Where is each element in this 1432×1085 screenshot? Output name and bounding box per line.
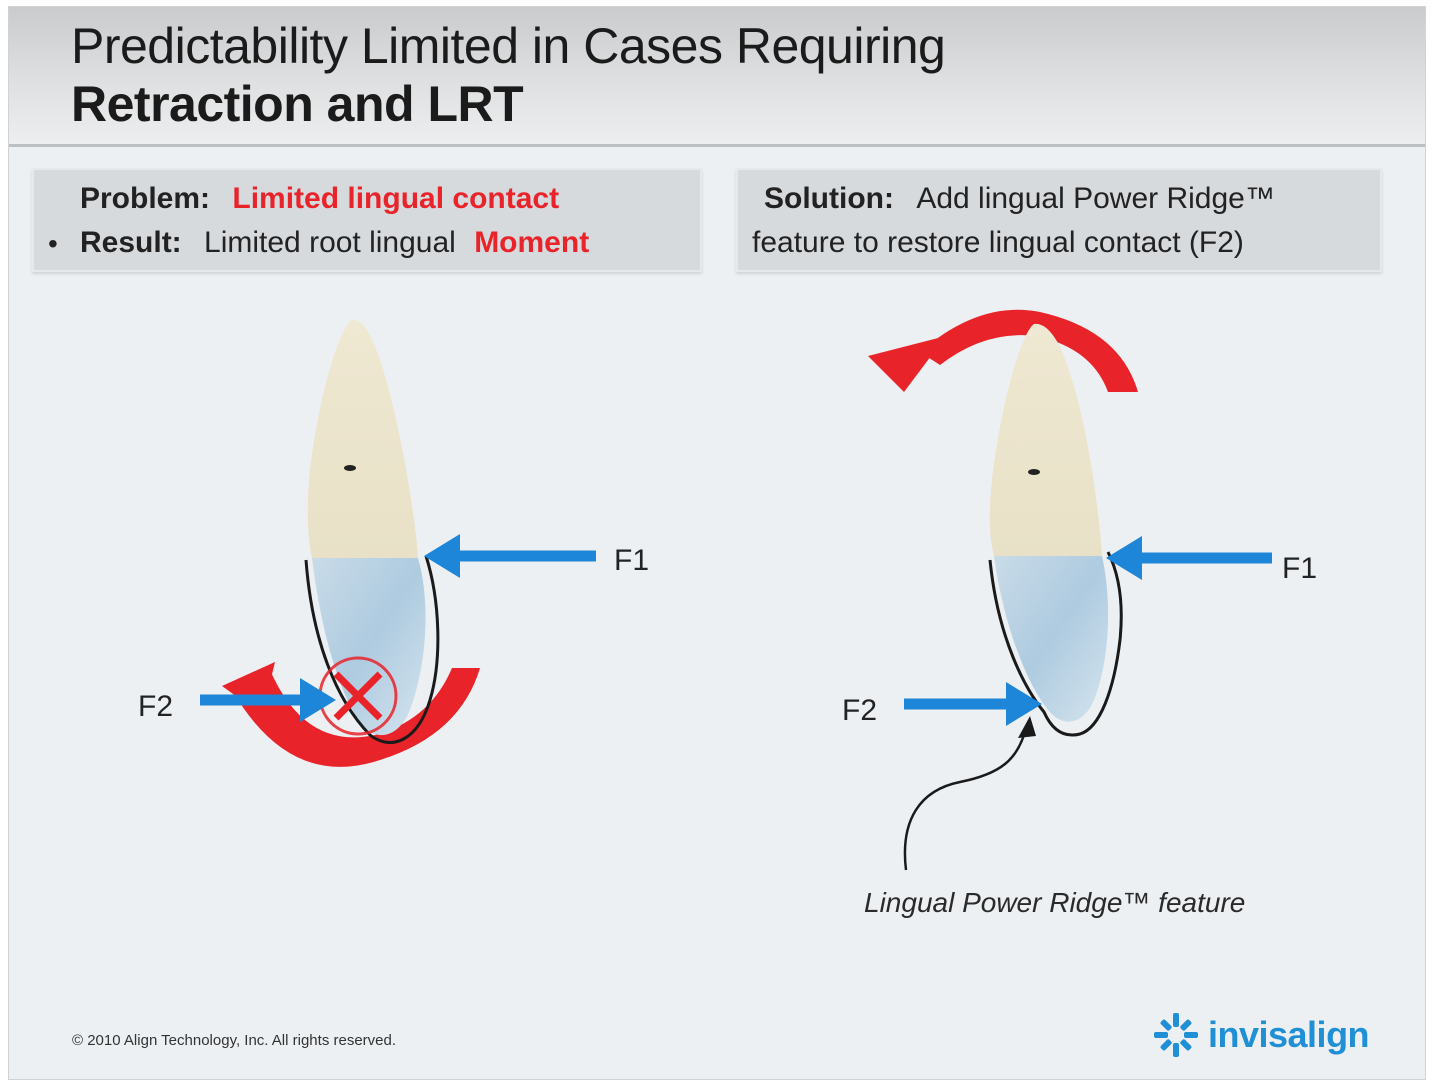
- solution-line-2: feature to restore lingual contact (F2): [752, 226, 1244, 259]
- right-center-dot: [1028, 469, 1040, 475]
- copyright-notice: © 2010 Align Technology, Inc. All rights…: [72, 1032, 397, 1049]
- right-moment-arrowhead: [868, 336, 946, 392]
- title-bar: Predictability Limited in Cases Requirin…: [9, 7, 1425, 147]
- invisalign-logo: invisalign: [1148, 1010, 1388, 1060]
- ridge-pointer-line: [903, 727, 1028, 871]
- power-ridge-caption: Lingual Power Ridge™ feature: [864, 887, 1245, 918]
- problem-box: Problem: Limited lingual contact • Resul…: [32, 168, 702, 272]
- right-diagram: F1 F2 Lingual Power Ridge™ feature: [842, 309, 1317, 918]
- left-diagram: F1 F2: [138, 319, 649, 767]
- solution-box: Solution: Add lingual Power Ridge™ featu…: [736, 168, 1382, 272]
- result-label: Result:: [80, 226, 182, 259]
- right-f2-arrowhead: [1006, 682, 1042, 726]
- right-moment-arrow: [920, 309, 1138, 392]
- left-center-dot: [344, 465, 356, 471]
- left-aligner-outline: [304, 555, 440, 744]
- left-f1-label: F1: [614, 544, 649, 577]
- problem-highlight: Limited lingual contact: [232, 182, 560, 215]
- slide-title-line-1: Predictability Limited in Cases Requirin…: [71, 18, 946, 74]
- problem-label: Problem:: [80, 182, 211, 215]
- right-tooth-root: [994, 556, 1109, 722]
- right-f1-arrowhead: [1106, 536, 1142, 580]
- right-f2-label: F2: [842, 694, 877, 727]
- ridge-pointer-arrowhead: [1018, 716, 1036, 738]
- bullet-marker: •: [48, 228, 58, 259]
- left-tooth-root: [312, 558, 426, 736]
- left-f2-label: F2: [138, 690, 173, 723]
- left-f1-arrowhead: [424, 534, 460, 578]
- left-tooth-crown: [307, 319, 418, 558]
- result-text: Limited root lingual: [204, 226, 456, 259]
- solution-line-1: Add lingual Power Ridge™: [916, 182, 1275, 215]
- result-highlight: Moment: [474, 226, 590, 259]
- left-f2-arrowhead: [300, 678, 336, 722]
- right-f1-label: F1: [1282, 552, 1317, 585]
- no-contact-x-icon: [333, 671, 383, 721]
- invisalign-wordmark: invisalign: [1208, 1014, 1370, 1055]
- solution-label: Solution:: [764, 182, 894, 215]
- invisalign-star-icon: [1154, 1013, 1198, 1057]
- right-aligner-outline: [988, 551, 1123, 737]
- left-moment-arrow: [232, 668, 480, 767]
- right-tooth-crown: [989, 323, 1102, 556]
- slide-title-line-2: Retraction and LRT: [71, 76, 524, 132]
